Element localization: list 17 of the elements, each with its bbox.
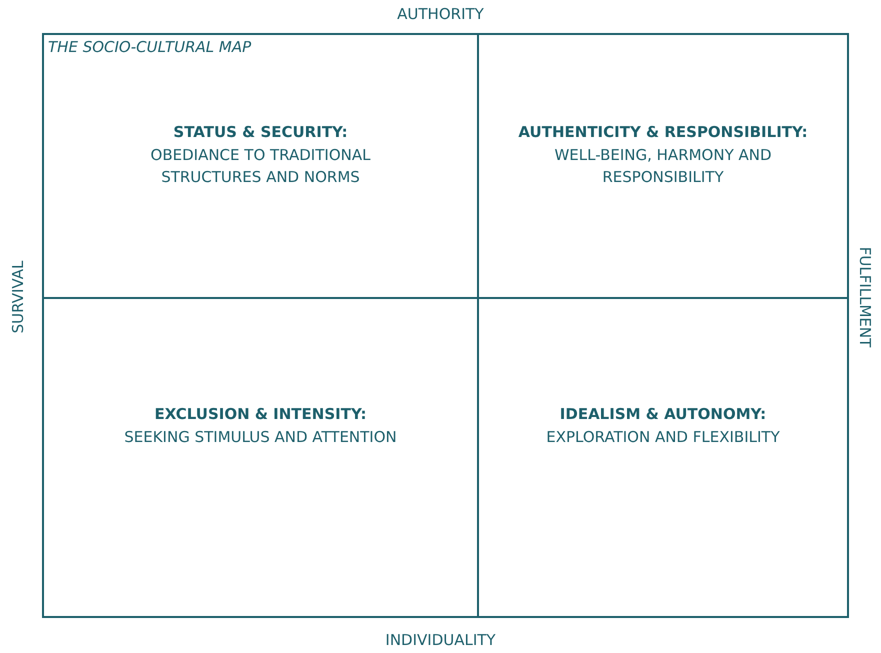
quadrant-heading: AUTHENTICITY & RESPONSIBILITY: (518, 123, 808, 141)
quadrant-box (477, 33, 849, 299)
quadrant-text: EXPLORATION AND FLEXIBILITY (545, 427, 781, 448)
axis-label: SURVIVAL (9, 260, 27, 334)
quadrant-text: OBEDIANCE TO TRADITIONAL STRUCTURES AND NORMS (150, 145, 372, 188)
map-title: THE SOCIO-CULTURAL MAP (48, 38, 252, 56)
quadrant-box (477, 297, 849, 618)
axis-label: AUTHORITY (397, 5, 484, 23)
quadrant-heading: EXCLUSION & INTENSITY: (154, 405, 367, 423)
quadrant-heading: IDEALISM & AUTONOMY: (560, 405, 766, 423)
quadrant-text: SEEKING STIMULUS AND ATTENTION (123, 427, 398, 448)
quadrant-text: WELL-BEING, HARMONY AND RESPONSIBILITY (553, 145, 773, 188)
quadrant-box (42, 33, 479, 299)
axis-label: FULFILLMENT (856, 246, 874, 348)
quadrant-box (42, 297, 479, 618)
axis-label: INDIVIDUALITY (385, 631, 496, 649)
quadrant-heading: STATUS & SECURITY: (173, 123, 348, 141)
